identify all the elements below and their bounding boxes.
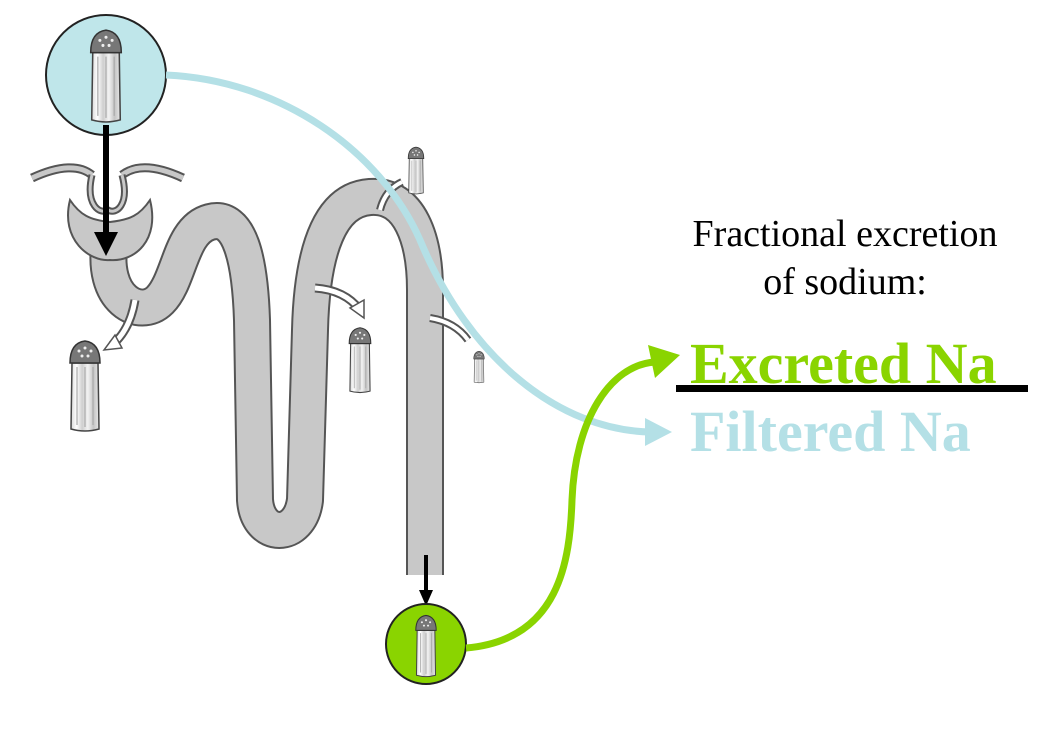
excreted-sodium-circle bbox=[385, 603, 467, 685]
salt-shaker-icon bbox=[348, 327, 372, 394]
salt-shaker-icon bbox=[69, 340, 101, 432]
reabsorption-arrow-collecting bbox=[429, 314, 472, 343]
excretion-arrow-head bbox=[419, 590, 433, 606]
filtration-arrow-head bbox=[94, 232, 118, 256]
salt-shaker-icon bbox=[415, 614, 437, 678]
nephron-tubule bbox=[89, 177, 444, 575]
filtered-flow-curve bbox=[165, 71, 651, 436]
excreted-flow-curve bbox=[465, 358, 656, 652]
formula-title-line2: of sodium: bbox=[763, 261, 927, 303]
filtered-arrow-head bbox=[645, 418, 672, 446]
reabsorption-arrow-loop bbox=[314, 283, 365, 320]
reabsorption-arrow-proximal bbox=[102, 299, 140, 351]
salt-shaker-icon bbox=[89, 29, 123, 123]
formula-title-line1: Fractional excretion bbox=[692, 213, 998, 255]
fraction-bar bbox=[676, 385, 1028, 392]
excreted-arrow-head bbox=[648, 345, 680, 378]
formula-denominator: Filtered Na bbox=[690, 399, 971, 464]
salt-shaker-icon bbox=[407, 146, 425, 195]
reabsorption-arrow-distal bbox=[376, 178, 404, 212]
salt-shaker-icon bbox=[473, 350, 485, 384]
filtered-sodium-circle bbox=[45, 14, 167, 136]
